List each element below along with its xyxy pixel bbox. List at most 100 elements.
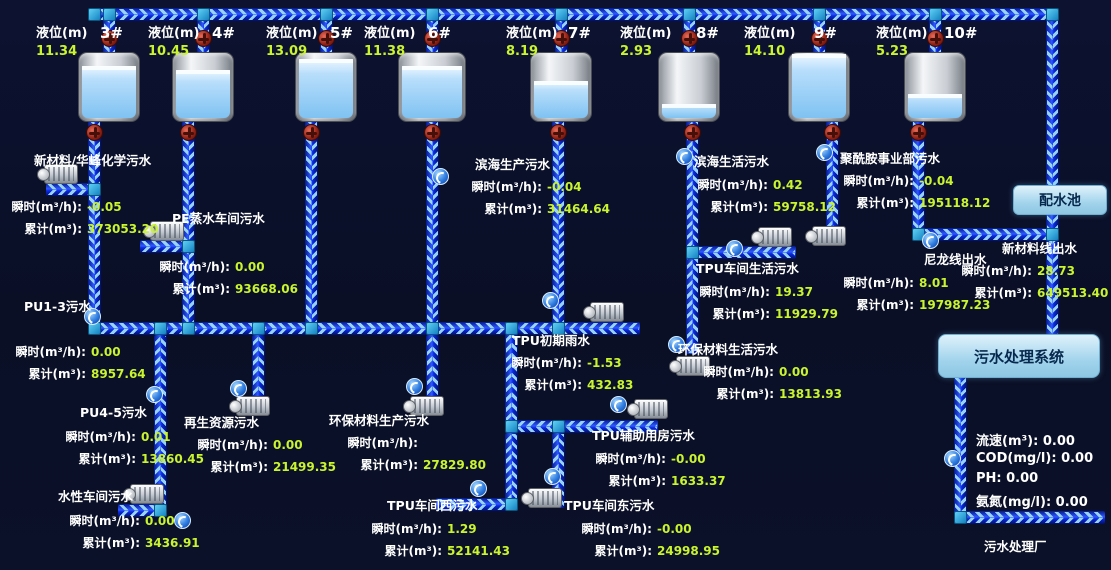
inst-label: 瞬时(m³/h):	[65, 430, 136, 444]
level-label: 液位(m)	[148, 26, 200, 41]
inst-label: 瞬时(m³/h):	[15, 345, 86, 359]
pump-icon-tpu-rain[interactable]	[583, 302, 624, 322]
inst-label: 瞬时(m³/h):	[699, 285, 770, 299]
valve-icon[interactable]	[927, 30, 944, 47]
inst-label: 瞬时(m³/h):	[843, 174, 914, 188]
valve-icon[interactable]	[303, 124, 320, 141]
tank-7-liquid	[534, 80, 588, 118]
valve-icon[interactable]	[550, 124, 567, 141]
flow-meter-icon-zaisheng[interactable]	[230, 380, 247, 397]
flow-meter-icon-tpu-aux[interactable]	[610, 396, 627, 413]
valve-icon[interactable]	[318, 30, 335, 47]
flow-meter-icon-tpu-east[interactable]	[544, 468, 561, 485]
valve-icon[interactable]	[910, 124, 927, 141]
pipe-out-tank7	[552, 120, 565, 335]
tank-number: 3#	[100, 24, 124, 42]
flow-meter-icon-outfall[interactable]	[944, 450, 961, 467]
pipe-pu45-riser	[154, 335, 167, 517]
total-label: 累计(m³):	[384, 544, 442, 558]
station-name-pe: PE蒸水车间污水	[172, 211, 265, 226]
pipe-joint	[683, 8, 696, 21]
flow-meter-icon-juxianan[interactable]	[816, 144, 833, 161]
valve-icon[interactable]	[553, 30, 570, 47]
pump-icon-tpu-life[interactable]	[751, 227, 792, 247]
flow-meter-icon-tpu-life[interactable]	[726, 240, 743, 257]
pipe-xincailiao-stub	[46, 183, 101, 196]
tank-8	[658, 52, 720, 122]
flow-meter-icon-huanbao-life[interactable]	[668, 336, 685, 353]
pipe-row-tpu	[505, 420, 658, 433]
tank-number: 5#	[330, 24, 354, 42]
inst-value: 0.00	[273, 438, 303, 452]
pipe-tank10-to-right	[912, 228, 1059, 241]
pump-icon-tpu-aux[interactable]	[627, 399, 668, 419]
pump-icon-huanbao-life[interactable]	[669, 356, 710, 376]
pipe-joint	[88, 8, 101, 21]
pipe-joint	[505, 498, 518, 511]
pump-icon-shuixing[interactable]	[123, 484, 164, 504]
total-value: 13813.93	[779, 387, 843, 401]
tank-number: 9#	[814, 24, 838, 42]
pump-icon-xincailiao[interactable]	[37, 164, 78, 184]
total-label: 累计(m³):	[360, 458, 418, 472]
inst-label: 瞬时(m³/h):	[703, 365, 774, 379]
flow-meter-icon-shuixing[interactable]	[174, 512, 191, 529]
pipe-stub-rainwater	[518, 322, 640, 335]
pump-icon-zaisheng[interactable]	[229, 396, 270, 416]
flow-meter-icon-pu45[interactable]	[146, 386, 163, 403]
valve-icon[interactable]	[681, 30, 698, 47]
total-label: 累计(m³):	[484, 202, 542, 216]
inst-value: -1.53	[587, 356, 622, 370]
pump-icon-tpu-east[interactable]	[521, 488, 562, 508]
pump-icon-huanbao-prod[interactable]	[403, 396, 444, 416]
total-value: 27829.80	[423, 458, 487, 472]
total-label: 累计(m³):	[716, 387, 774, 401]
flow-meter-icon-huanbao-prod[interactable]	[406, 378, 423, 395]
total-value: 31464.64	[547, 202, 611, 216]
valve-icon[interactable]	[424, 124, 441, 141]
valve-icon[interactable]	[424, 30, 441, 47]
valve-icon[interactable]	[86, 124, 103, 141]
flow-meter-icon-tpu-rain[interactable]	[542, 292, 559, 309]
valve-icon[interactable]	[684, 124, 701, 141]
total-value: 432.83	[587, 378, 634, 392]
treatment-system-button[interactable]: 污水处理系统	[938, 334, 1100, 378]
valve-icon[interactable]	[195, 30, 212, 47]
station-name-tpu-west: TPU车间西污水	[387, 498, 478, 513]
total-value: 197987.23	[919, 298, 991, 312]
flow-meter-icon-tpu-west[interactable]	[470, 480, 487, 497]
station-name-binhai-life: 滨海生活污水	[694, 154, 770, 169]
flow-meter-icon-nilong[interactable]	[922, 232, 939, 249]
metric-label: 氨氮(mg/l):	[976, 495, 1052, 510]
flow-meter-icon-binhai-life[interactable]	[676, 148, 693, 165]
valve-icon[interactable]	[180, 124, 197, 141]
pipe-tpu-west-stub	[436, 498, 518, 511]
station-name-juxianan: 聚酰胺事业部污水	[840, 151, 941, 166]
inst-label: 瞬时(m³/h):	[159, 260, 230, 274]
total-label: 累计(m³):	[856, 196, 914, 210]
pump-icon-pe[interactable]	[143, 221, 184, 241]
distribution-pool-button[interactable]: 配水池	[1013, 185, 1107, 215]
station-name-pu13: PU1-3污水	[24, 299, 91, 314]
flow-meter-icon-binhai-prod[interactable]	[432, 168, 449, 185]
treatment-system-label: 污水处理系统	[973, 347, 1064, 366]
metric-label: 流速(m³):	[976, 434, 1039, 449]
pipe-joint	[426, 8, 439, 21]
pipe-joint	[305, 322, 318, 335]
level-label: 液位(m)	[266, 26, 318, 41]
inst-label: 瞬时(m³/h):	[581, 522, 652, 536]
valve-icon[interactable]	[101, 30, 118, 47]
tank-6-liquid	[402, 66, 462, 118]
inst-label: 瞬时(m³/h):	[843, 276, 914, 290]
tank-7	[530, 52, 592, 122]
total-label: 累计(m³):	[524, 378, 582, 392]
flow-meter-icon-pu13[interactable]	[84, 308, 101, 325]
valve-icon[interactable]	[811, 30, 828, 47]
tank-3	[78, 52, 140, 122]
tank-6	[398, 52, 466, 122]
valve-icon[interactable]	[824, 124, 841, 141]
inst-value: -0.04	[919, 174, 954, 188]
pump-icon-juxianan[interactable]	[805, 226, 846, 246]
inst-value: -0.04	[547, 180, 582, 194]
total-value: 93668.06	[235, 282, 299, 296]
